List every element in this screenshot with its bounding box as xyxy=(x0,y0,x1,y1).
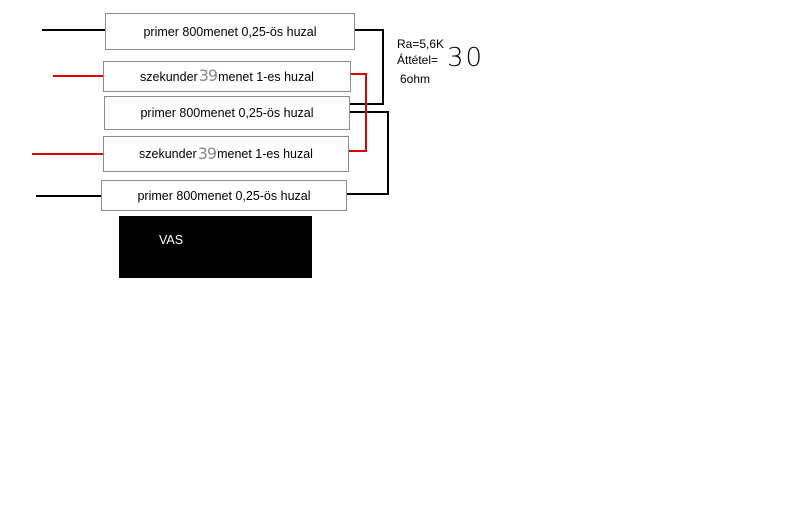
secondary-winding-1-prefix: szekunder xyxy=(140,69,198,84)
primary-winding-2-label: primer 800menet 0,25-ös huzal xyxy=(140,106,314,120)
load-impedance-note: 6ohm xyxy=(400,72,431,86)
primary-winding-1-label: primer 800menet 0,25-ös huzal xyxy=(143,24,317,39)
ratio-label: Áttétel= xyxy=(397,53,439,67)
primary-winding-3: primer 800menet 0,25-ös huzal xyxy=(101,180,347,211)
primary-winding-3-label: primer 800menet 0,25-ös huzal xyxy=(137,188,311,203)
secondary-winding-1-suffix: menet 1-es huzal xyxy=(218,69,314,84)
secondary-winding-2-turns: 39 xyxy=(197,143,217,163)
secondary-1-to-secondary-2-jumper xyxy=(349,73,367,152)
primary-winding-1: primer 800menet 0,25-ös huzal xyxy=(105,13,355,50)
primary-2-to-primary-3-jumper xyxy=(347,111,389,195)
secondary-winding-2-suffix: menet 1-es huzal xyxy=(217,147,313,161)
anode-resistance-note: Ra=5,6K xyxy=(397,37,445,51)
iron-core: VAS xyxy=(119,216,312,278)
secondary-winding-2-prefix: szekunder xyxy=(139,147,197,161)
iron-core-label: VAS xyxy=(159,233,184,247)
primary-winding-2: primer 800menet 0,25-ös huzal xyxy=(104,96,350,130)
ratio-value: 30 xyxy=(447,43,485,73)
secondary-winding-1-turns: 39 xyxy=(198,66,218,85)
